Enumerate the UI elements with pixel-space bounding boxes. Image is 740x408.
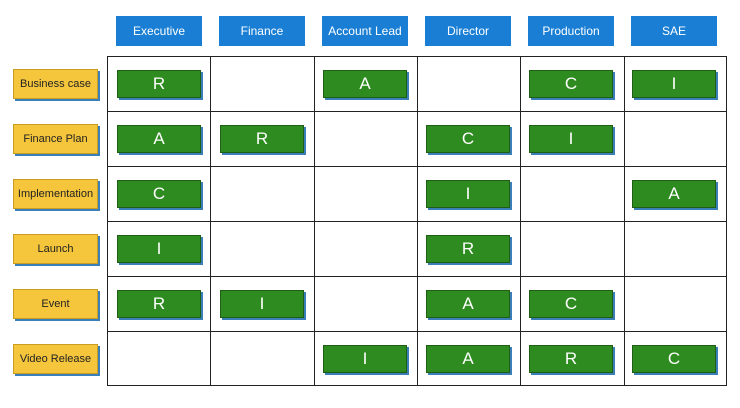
grid-hline xyxy=(107,166,727,167)
raci-tag: A xyxy=(426,345,510,373)
raci-tag: I xyxy=(426,180,510,208)
raci-tag: R xyxy=(117,290,201,318)
row-label-business-case: Business case xyxy=(13,69,98,99)
raci-tag: C xyxy=(529,70,613,98)
row-label-event: Event xyxy=(13,289,98,319)
raci-tag: A xyxy=(632,180,716,208)
grid-hline xyxy=(107,111,727,112)
grid-hline xyxy=(107,221,727,222)
raci-tag: A xyxy=(117,125,201,153)
column-header-sae: SAE xyxy=(631,16,717,46)
raci-tag: I xyxy=(632,70,716,98)
row-label-finance-plan: Finance Plan xyxy=(13,124,98,154)
raci-tag: I xyxy=(323,345,407,373)
raci-tag: R xyxy=(117,70,201,98)
column-header-executive: Executive xyxy=(116,16,202,46)
raci-tag: R xyxy=(529,345,613,373)
raci-tag: I xyxy=(220,290,304,318)
raci-tag: C xyxy=(632,345,716,373)
raci-tag: I xyxy=(117,235,201,263)
column-header-director: Director xyxy=(425,16,511,46)
column-header-finance: Finance xyxy=(219,16,305,46)
column-header-account-lead: Account Lead xyxy=(322,16,408,46)
column-header-production: Production xyxy=(528,16,614,46)
raci-tag: C xyxy=(117,180,201,208)
row-label-launch: Launch xyxy=(13,234,98,264)
raci-tag: C xyxy=(426,125,510,153)
raci-tag: C xyxy=(529,290,613,318)
raci-tag: I xyxy=(529,125,613,153)
raci-tag: A xyxy=(323,70,407,98)
raci-tag: A xyxy=(426,290,510,318)
row-label-implementation: Implementation xyxy=(13,179,98,209)
grid-hline xyxy=(107,331,727,332)
row-label-video-release: Video Release xyxy=(13,344,98,374)
raci-tag: R xyxy=(426,235,510,263)
raci-tag: R xyxy=(220,125,304,153)
grid-hline xyxy=(107,276,727,277)
